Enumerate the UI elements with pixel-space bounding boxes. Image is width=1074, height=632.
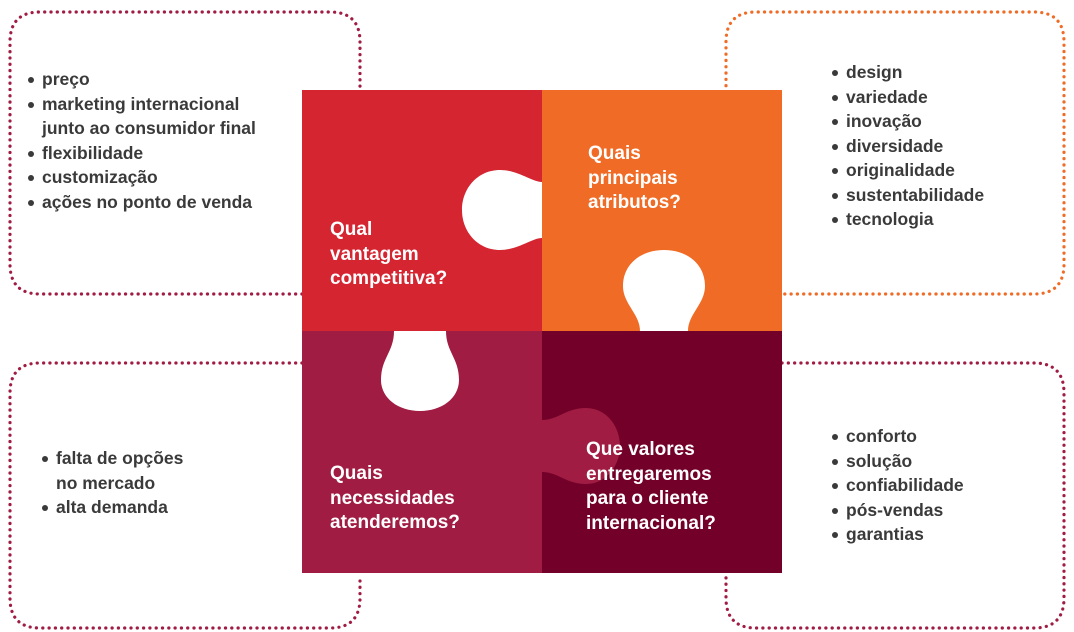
list-item: conforto — [832, 424, 964, 449]
list-item: confiabilidade — [832, 473, 964, 498]
list-item: preço — [28, 67, 256, 92]
list-item: inovação — [832, 109, 984, 134]
frame-top-right — [724, 10, 1066, 296]
list-bottom-left: falta de opções no mercado alta demanda — [42, 446, 183, 520]
list-item: falta de opções no mercado — [42, 446, 183, 495]
list-item: ações no ponto de venda — [28, 190, 256, 215]
list-item: originalidade — [832, 158, 984, 183]
list-item: tecnologia — [832, 207, 984, 232]
puzzle-piece-bottom-left — [302, 331, 620, 573]
list-top-left: preço marketing internacional junto ao c… — [28, 67, 256, 214]
list-item: variedade — [832, 85, 984, 110]
list-item: marketing internacional junto ao consumi… — [28, 92, 256, 141]
question-top-right: Quais principais atributos? — [588, 143, 681, 213]
list-item: design — [832, 60, 984, 85]
puzzle-piece-top-left — [302, 90, 542, 331]
question-bottom-left: Quais necessidades atenderemos? — [330, 463, 460, 533]
list-item: solução — [832, 449, 964, 474]
puzzle-piece-top-right — [542, 90, 782, 331]
list-item: diversidade — [832, 134, 984, 159]
list-item: alta demanda — [42, 495, 183, 520]
question-top-left: Qual vantagem competitiva? — [330, 219, 448, 289]
frame-top-left — [8, 10, 362, 296]
list-bottom-right: conforto solução confiabilidade pós-vend… — [832, 424, 964, 547]
list-item: customização — [28, 165, 256, 190]
list-item: sustentabilidade — [832, 183, 984, 208]
frame-bottom-right — [724, 361, 1066, 630]
list-item: pós-vendas — [832, 498, 964, 523]
list-item: flexibilidade — [28, 141, 256, 166]
list-top-right: design variedade inovação diversidade or… — [832, 60, 984, 232]
question-bottom-right: Que valores entregaremos para o cliente … — [586, 439, 716, 534]
frame-bottom-left — [8, 361, 362, 630]
list-item: garantias — [832, 522, 964, 547]
